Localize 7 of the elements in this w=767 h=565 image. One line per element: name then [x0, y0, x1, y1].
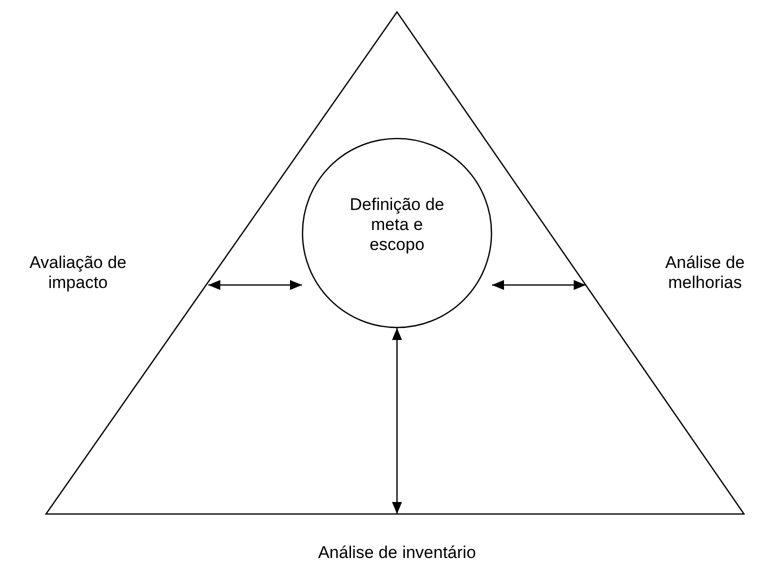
- double-arrow: [392, 328, 402, 514]
- side-label: Avaliação de impacto: [28, 253, 128, 293]
- double-arrow: [208, 280, 302, 290]
- double-arrow: [492, 280, 586, 290]
- side-label: Análise de melhorias: [664, 253, 746, 293]
- node-label: Definição de meta e escopo: [349, 195, 445, 255]
- side-label: Análise de inventário: [317, 543, 477, 563]
